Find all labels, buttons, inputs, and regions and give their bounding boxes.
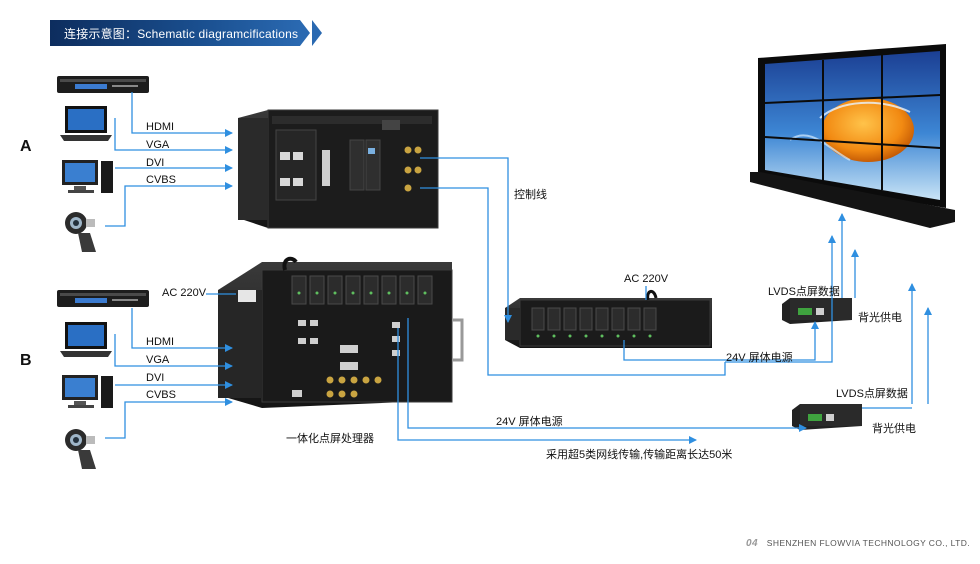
signal-label-b-3: CVBS [146,389,176,401]
company-name: SHENZHEN FLOWVIA TECHNOLOGY CO., LTD. [766,538,970,548]
hdmi-line-b [131,308,233,352]
signal-label-b-1: VGA [146,354,170,366]
lcd-video-wall [750,44,955,228]
page-title: 连接示意图：Schematic diagramcifications [64,27,299,41]
control-return [420,187,726,376]
laptop-icon-a [60,106,112,141]
power-24v-label-1: 24V 屏体电源 [726,352,793,364]
desktop-pc-icon-a [62,160,113,193]
power-supply-rack [505,290,712,348]
dvd-player-icon-b [57,290,149,307]
connection-lines [105,92,932,444]
signal-label-a-1: VGA [146,139,170,151]
signal-label-a-2: DVI [146,157,165,169]
ac-220v-label-b: AC 220V [162,287,207,299]
row-a-label: A [20,138,32,155]
signal-label-b-2: DVI [146,372,165,384]
page-number: 04 [746,538,758,549]
control-line-label: 控制线 [514,189,547,201]
footer: 04 SHENZHEN FLOWVIA TECHNOLOGY CO., LTD. [746,538,970,549]
laptop-icon-b [60,322,112,357]
power-24v-line-2 [407,318,807,432]
integrated-processor-b [218,256,464,408]
title-banner: 连接示意图：Schematic diagramcifications [50,20,322,46]
lvds-label-1: LVDS点屏数据 [768,286,840,298]
desktop-pc-icon-b [62,375,113,408]
control-line [420,157,512,323]
dvd-player-icon-a [57,76,149,93]
signal-label-b-0: HDMI [146,336,175,348]
lvds-up-1a [725,235,836,363]
video-processor-a [238,109,439,229]
hdmi-line-a [131,92,233,137]
network-line [397,328,697,444]
lvds-receiver-1 [782,298,852,324]
cvbs-line-b [105,398,233,439]
lvds-receiver-2 [792,404,862,430]
signal-label-a-0: HDMI [146,121,175,133]
backlight-label-2: 背光供电 [872,423,916,435]
vga-line-a [114,118,233,154]
vga-line-b [114,334,233,370]
network-note: 采用超5类网线传输,传输距离长达50米 [546,449,733,461]
lvds-label-2: LVDS点屏数据 [836,388,908,400]
cvbs-line-a [105,182,233,227]
signal-label-a-3: CVBS [146,174,176,186]
power-24v-label-2: 24V 屏体电源 [496,416,563,428]
backlight-label-1: 背光供电 [858,312,902,324]
row-b-label: B [20,352,32,369]
webcam-icon-a [65,212,96,252]
power-24v-line-1 [623,321,819,361]
webcam-icon-b [65,429,96,469]
processor-label: 一体化点屏处理器 [286,433,374,445]
ac-220v-label-rack: AC 220V [624,273,669,285]
